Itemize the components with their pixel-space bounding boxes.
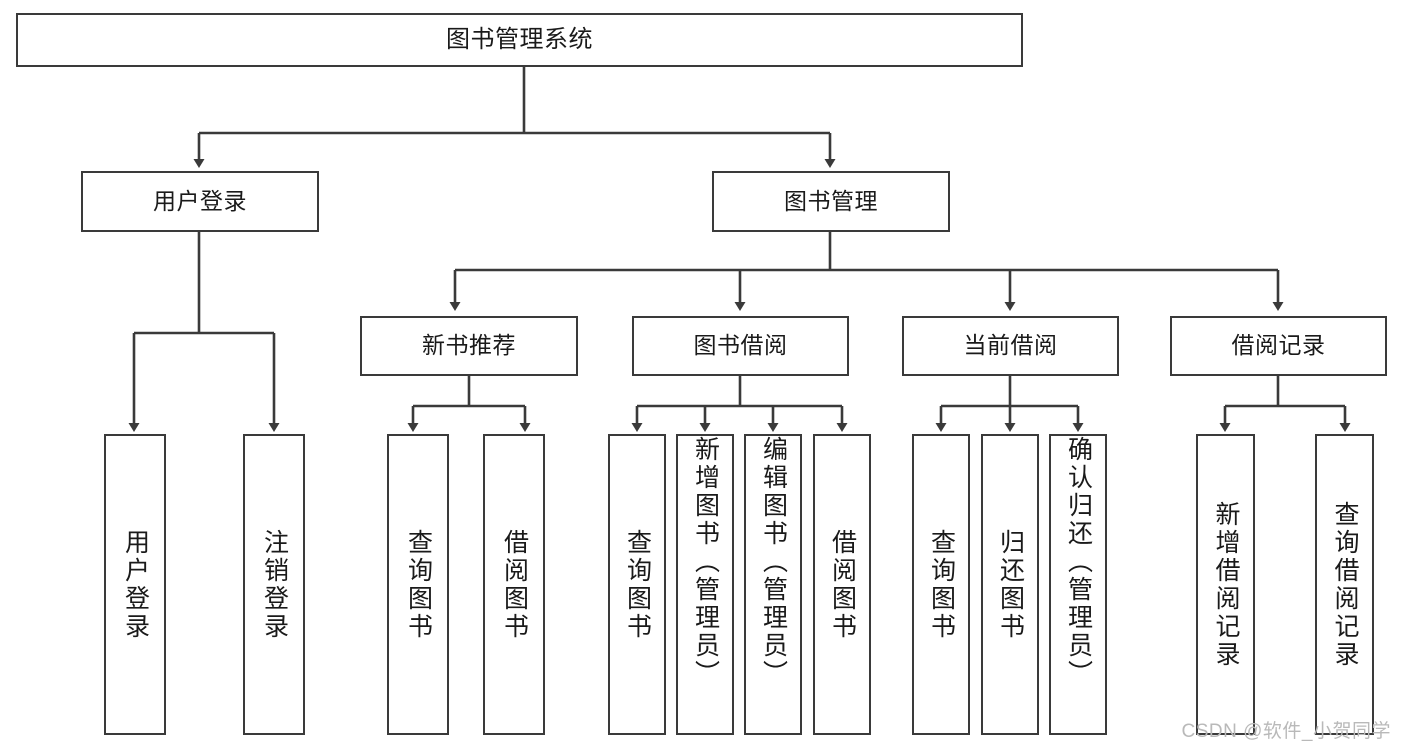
node-label: 归还图书 (996, 528, 1025, 641)
leaf-recommend-query-book[interactable]: 查询图书 (387, 434, 449, 735)
watermark: CSDN @软件_小贺同学 (1181, 721, 1391, 742)
node-label: 查询图书 (404, 528, 433, 641)
leaf-current-confirm-return-admin[interactable]: 确认归还（管理员） (1049, 434, 1107, 735)
node-label: 用户登录 (153, 187, 247, 214)
node-label: 确认归还（管理员） (1064, 436, 1093, 688)
node-label: 当前借阅 (963, 332, 1058, 359)
node-label: 图书管理系统 (446, 25, 593, 53)
node-label: 注销登录 (260, 528, 289, 641)
node-root-system[interactable]: 图书管理系统 (16, 13, 1023, 67)
node-label: 用户登录 (121, 528, 150, 641)
node-current-borrow[interactable]: 当前借阅 (902, 316, 1119, 376)
node-label: 图书借阅 (693, 332, 788, 359)
node-label: 借阅图书 (500, 528, 529, 641)
node-borrow-record[interactable]: 借阅记录 (1170, 316, 1387, 376)
node-label: 借阅记录 (1231, 332, 1326, 359)
leaf-borrow-add-book-admin[interactable]: 新增图书（管理员） (676, 434, 734, 735)
node-new-book-recommend[interactable]: 新书推荐 (360, 316, 578, 376)
leaf-user-login-signin[interactable]: 用户登录 (104, 434, 166, 735)
leaf-record-query-record[interactable]: 查询借阅记录 (1315, 434, 1374, 735)
node-label: 新增图书（管理员） (691, 436, 720, 688)
node-label: 查询图书 (927, 528, 956, 641)
leaf-borrow-borrow-book[interactable]: 借阅图书 (813, 434, 871, 735)
node-user-login[interactable]: 用户登录 (81, 171, 319, 232)
node-label: 新增借阅记录 (1212, 500, 1240, 669)
node-book-borrow[interactable]: 图书借阅 (632, 316, 849, 376)
node-label: 新书推荐 (422, 332, 516, 359)
node-label: 借阅图书 (828, 528, 857, 641)
leaf-recommend-borrow-book[interactable]: 借阅图书 (483, 434, 545, 735)
leaf-user-login-signout[interactable]: 注销登录 (243, 434, 305, 735)
leaf-current-query-book[interactable]: 查询图书 (912, 434, 970, 735)
node-label: 编辑图书（管理员） (759, 436, 788, 688)
leaf-borrow-edit-book-admin[interactable]: 编辑图书（管理员） (744, 434, 802, 735)
leaf-borrow-query-book[interactable]: 查询图书 (608, 434, 666, 735)
node-book-management[interactable]: 图书管理 (712, 171, 950, 232)
leaf-record-add-record[interactable]: 新增借阅记录 (1196, 434, 1255, 735)
node-label: 图书管理 (784, 187, 878, 214)
node-label: 查询图书 (623, 528, 652, 641)
node-label: 查询借阅记录 (1331, 500, 1359, 669)
leaf-current-return-book[interactable]: 归还图书 (981, 434, 1039, 735)
